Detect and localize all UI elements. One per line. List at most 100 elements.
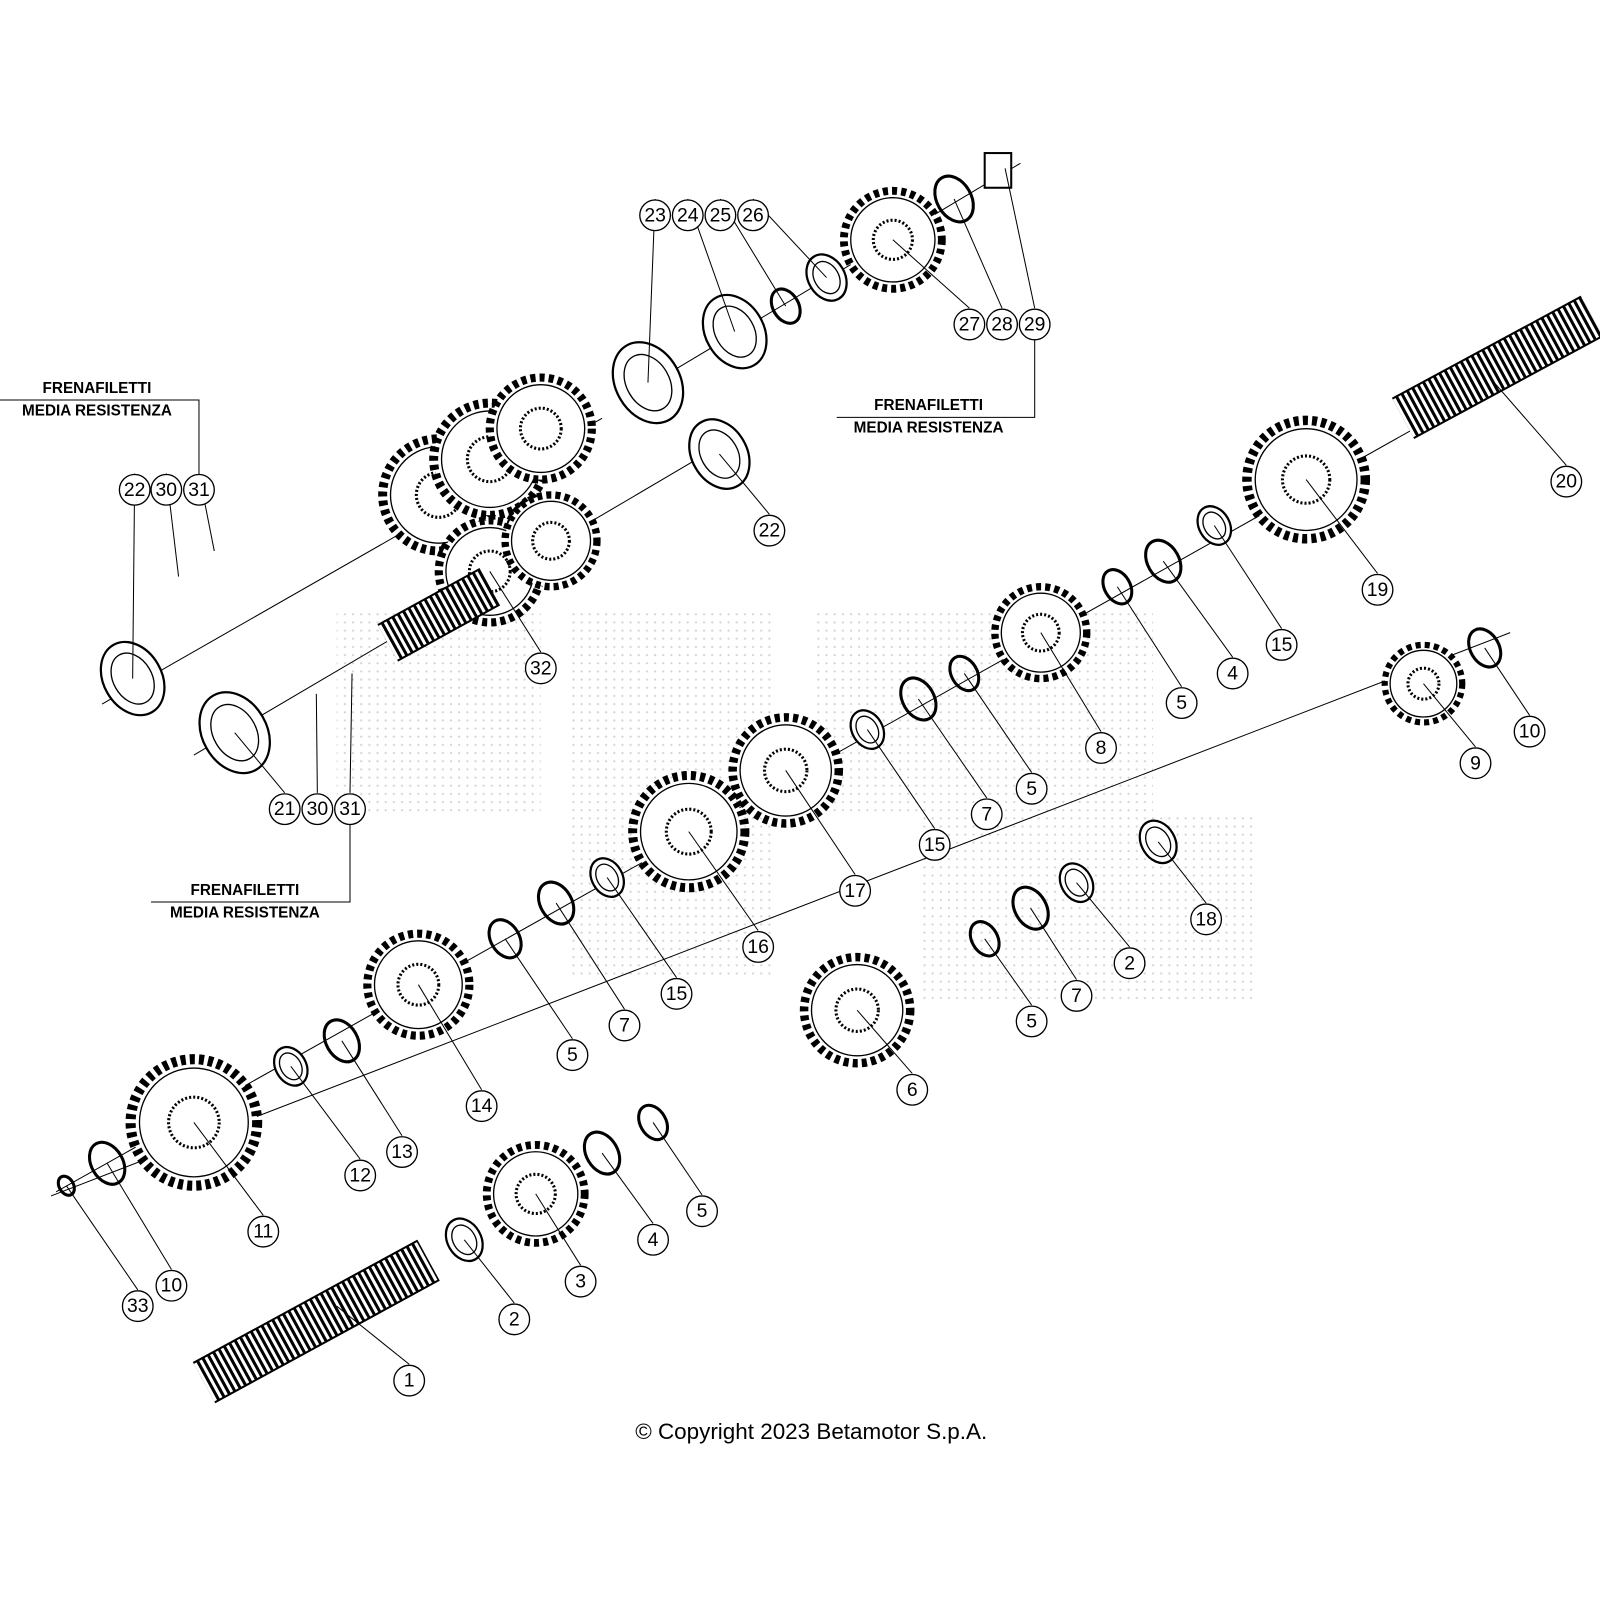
callout-number: 31 [339,798,361,820]
callout-33: 33 [121,1290,154,1323]
leader-line [132,473,136,679]
callout-number: 10 [161,1275,183,1297]
callout-13: 13 [386,1136,419,1169]
note-leader [151,824,351,903]
note-line2: MEDIA RESISTENZA [22,402,172,419]
callout-29: 29 [1018,308,1051,341]
callout-number: 3 [575,1271,586,1293]
callout-number: 9 [1470,752,1481,774]
leader-lines [65,168,1567,1365]
leader-line [315,693,318,793]
leader-line [1213,525,1283,629]
callout-number: 13 [391,1141,413,1163]
callout-5: 5 [686,1195,719,1228]
leader-line [555,902,625,1010]
ring [487,918,523,960]
leader-line [963,673,1033,773]
ring [582,1130,622,1176]
leader-line [601,1152,654,1224]
callout-number: 8 [1096,737,1107,759]
callout-21: 21 [268,793,301,826]
leader-line [349,673,353,793]
threadlocker-note: FRENAFILETTI MEDIA RESISTENZA [0,380,200,475]
callout-number: 2 [1124,952,1135,974]
callout-19: 19 [1361,573,1394,606]
callout-2: 2 [1113,947,1146,980]
ring [968,920,1001,958]
leader-line [1076,882,1130,948]
note-leader [836,339,1036,418]
leader-line [953,198,1003,309]
callout-5: 5 [556,1039,589,1072]
gear [501,491,601,591]
ring [933,174,975,224]
callout-10: 10 [155,1269,188,1302]
callout-number: 28 [991,313,1013,335]
note-leader [0,399,200,475]
callout-31: 31 [183,473,215,506]
callout-number: 30 [307,798,329,820]
leader-line [489,571,542,653]
callout-number: 31 [188,479,210,501]
callout-14: 14 [465,1090,498,1123]
callout-25: 25 [704,199,737,232]
callout-number: 33 [127,1295,149,1317]
callout-9: 9 [1459,747,1492,780]
leader-line [1004,168,1036,309]
callout-22: 22 [753,514,786,547]
callout-7: 7 [970,798,1003,831]
callout-30: 30 [150,473,183,506]
callout-15: 15 [660,977,693,1010]
shaft [192,1239,440,1404]
leader-line [917,698,988,799]
callout-number: 5 [567,1044,578,1066]
leader-line [856,1009,913,1074]
callout-24: 24 [671,199,704,232]
callout-23: 23 [639,199,672,232]
leader-line [1157,841,1207,904]
gear [482,1140,589,1247]
leader-line [1423,683,1476,748]
callout-1: 1 [393,1364,426,1397]
callout-12: 12 [344,1159,377,1192]
callout-number: 6 [907,1079,918,1101]
callout-11: 11 [247,1215,280,1248]
bearing [198,691,271,775]
callout-number: 4 [648,1229,659,1251]
leader-line [892,239,970,309]
callout-number: 1 [404,1370,415,1392]
callout-4: 4 [637,1223,670,1256]
callout-10: 10 [1513,715,1546,748]
ring [948,654,981,693]
callout-number: 5 [697,1200,708,1222]
gear [485,373,596,484]
callout-number: 2 [509,1308,520,1330]
callout-number: 24 [677,204,699,226]
note-line2: MEDIA RESISTENZA [170,904,320,921]
callout-17: 17 [839,874,872,907]
callout-number: 17 [844,880,866,902]
note-line1: FRENAFILETTI [43,380,152,397]
callout-number: 7 [1071,985,1082,1007]
callout-number: 30 [156,479,178,501]
callout-number: 20 [1556,471,1578,493]
ring [637,1103,670,1142]
callout-5: 5 [1165,687,1198,720]
leader-line [341,1040,403,1136]
callout-5: 5 [1015,772,1048,805]
leader-line [106,1163,172,1270]
leader-line [290,1066,361,1160]
ring [322,1018,362,1064]
callout-28: 28 [986,308,1019,341]
callout-number: 19 [1367,579,1389,601]
callout-number: 4 [1227,662,1238,684]
callout-15: 15 [1265,628,1298,661]
ring [1467,627,1503,669]
callout-7: 7 [1060,979,1093,1012]
callout-6: 6 [896,1073,929,1106]
gear [991,583,1091,683]
shaft-splines [1392,297,1600,438]
